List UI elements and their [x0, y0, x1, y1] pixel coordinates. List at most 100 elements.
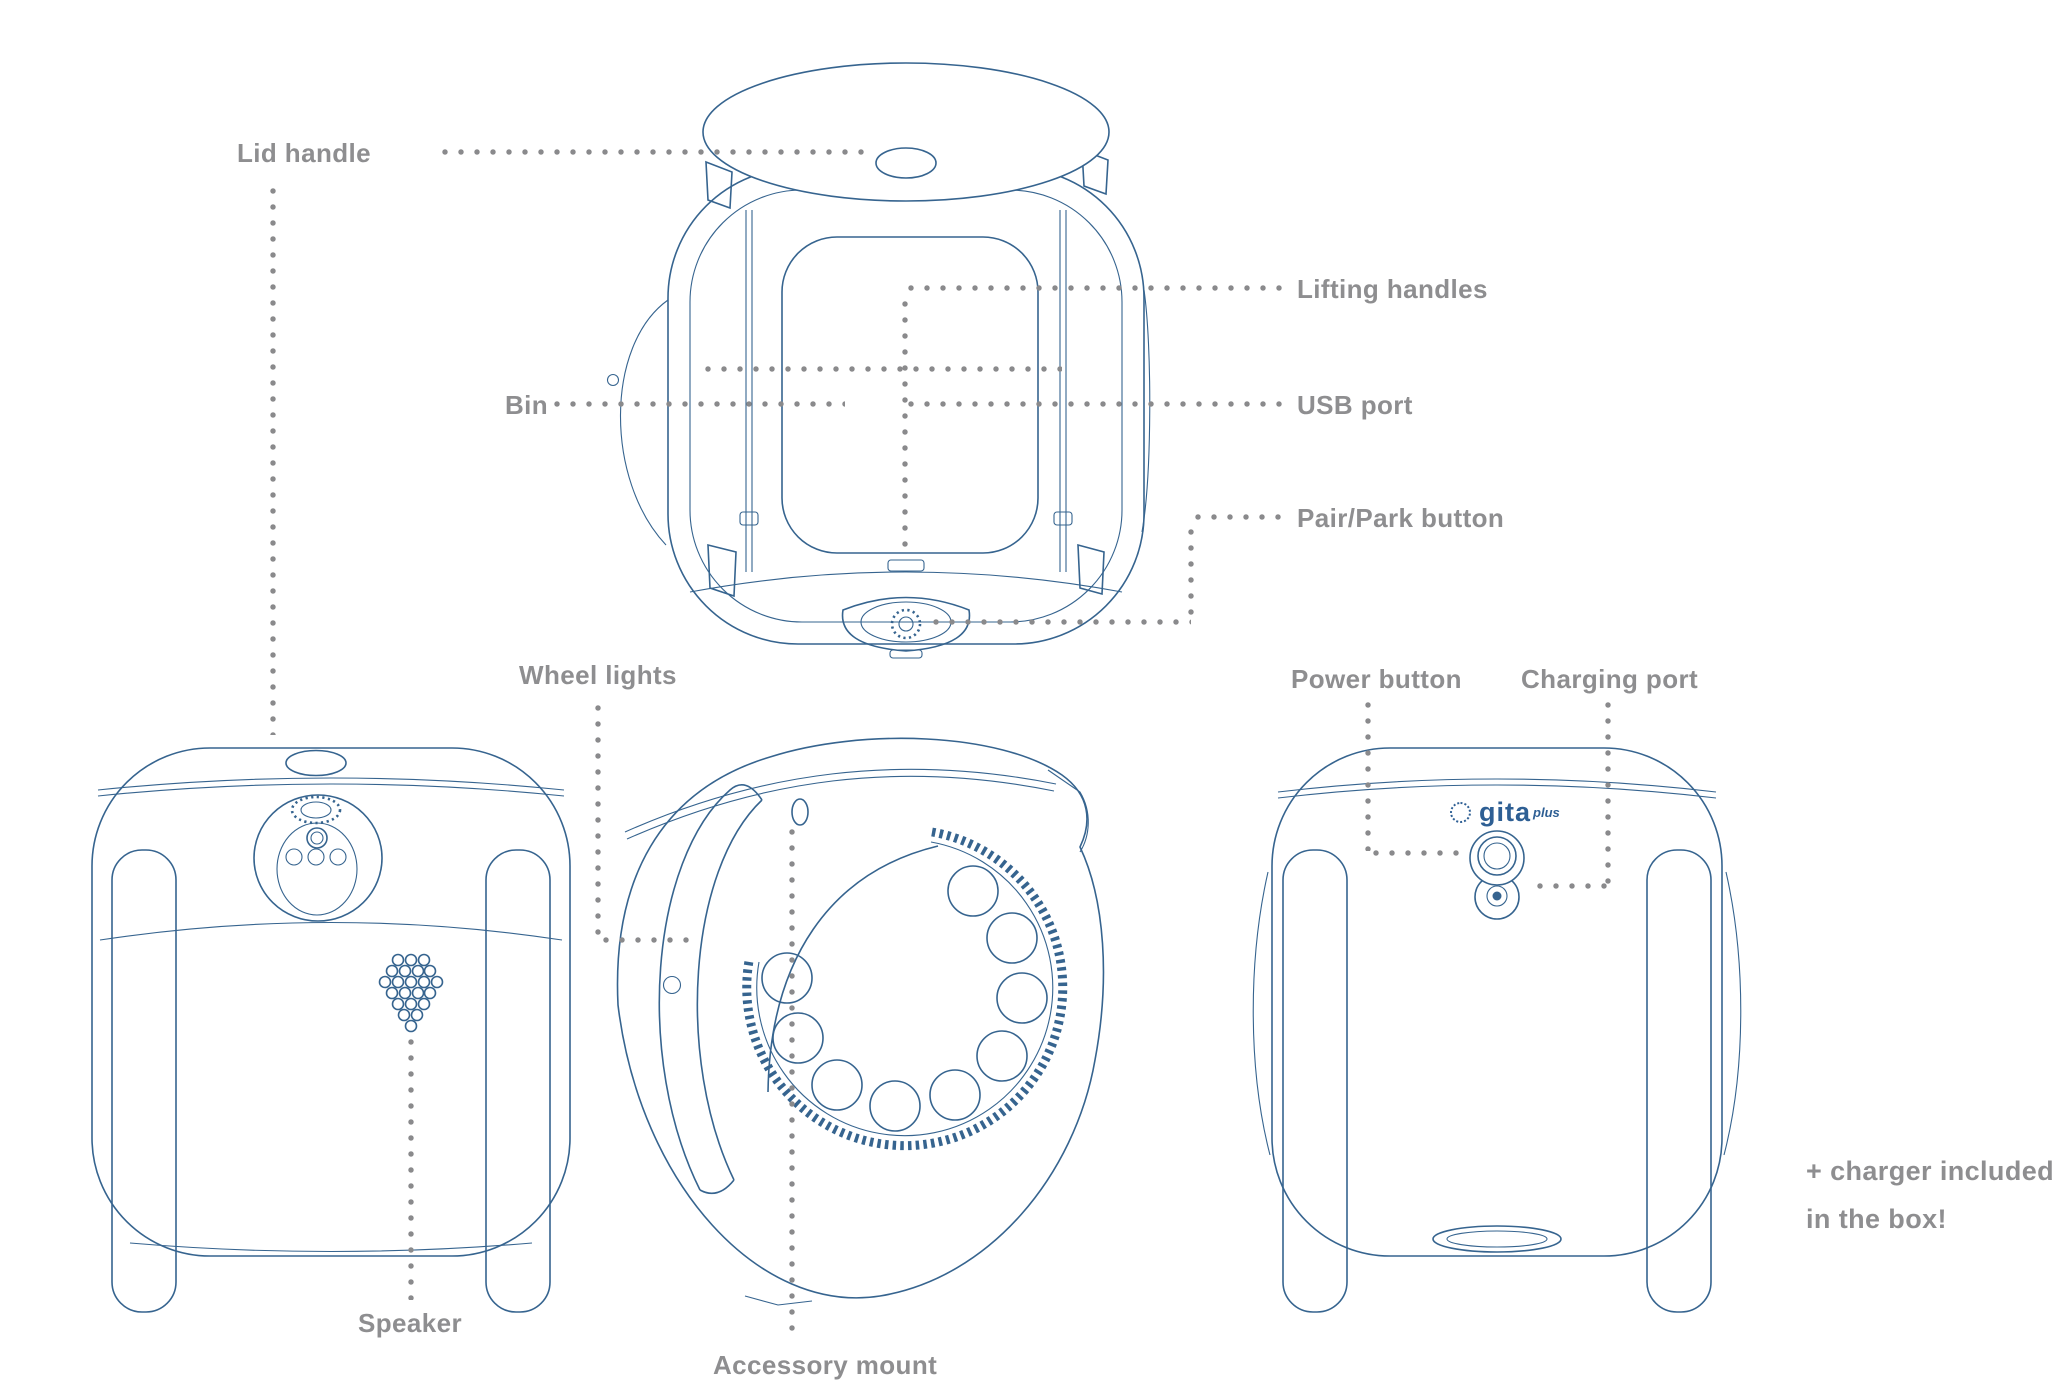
- label-bin: Bin: [505, 390, 549, 420]
- leader-power-button-v: [1365, 697, 1371, 851]
- top-front-lip: [689, 571, 1123, 593]
- front-lid-handle: [285, 749, 347, 777]
- label-usb-port: USB port: [1297, 390, 1413, 420]
- leader-pair-park-h2: [928, 619, 1191, 625]
- leader-lifting-handles-cross: [700, 366, 1062, 372]
- label-lifting-handles: Lifting handles: [1297, 274, 1488, 304]
- charging-port-pin: [1492, 891, 1502, 901]
- usb-port-tab: [887, 559, 925, 572]
- side-view-illustration: [616, 737, 1105, 1306]
- label-power-button: Power button: [1291, 664, 1462, 694]
- label-accessory-mount: Accessory mount: [713, 1350, 938, 1380]
- rail-latch-left: [739, 511, 759, 526]
- label-wheel-lights: Wheel lights: [519, 660, 677, 690]
- power-button-ring: [1477, 836, 1517, 876]
- back-right-wheel: [1646, 849, 1712, 1313]
- back-right-wheel-arc: [1723, 871, 1742, 1156]
- front-left-wheel: [111, 849, 177, 1313]
- nose-bottom-tab: [889, 649, 923, 659]
- lid-top: [702, 62, 1110, 202]
- top-rim-pin: [606, 373, 620, 387]
- sensor-dot-mid: [307, 848, 325, 866]
- top-left-fender: [619, 299, 669, 546]
- face-plate-egg: [276, 822, 358, 916]
- top-wheel-hatch-tl: [705, 160, 733, 210]
- top-right-fender: [1141, 289, 1151, 533]
- leader-power-button-h: [1368, 850, 1465, 856]
- top-wheel-hatch-bl: [707, 543, 737, 598]
- side-wheel-rollers: [761, 865, 1048, 1132]
- back-body-outline: [1271, 747, 1723, 1257]
- leader-bin-h: [549, 401, 845, 407]
- charger-included-note: + charger included in the box!: [1806, 1147, 2054, 1243]
- plate-upper-lobe: [1469, 830, 1525, 886]
- side-body-outline: [616, 737, 1105, 1299]
- leader-lifting-handles-v: [902, 296, 908, 552]
- leader-accessory-mount-v: [789, 824, 795, 1334]
- leader-pair-park-v: [1188, 524, 1194, 620]
- front-body-outline: [91, 747, 571, 1257]
- side-rear-notch: [1047, 769, 1089, 853]
- back-bottom-indent-inner: [1446, 1230, 1548, 1248]
- front-lid-seam: [97, 777, 565, 797]
- charger-note-line2: in the box!: [1806, 1204, 1947, 1234]
- side-wheel-tread: [742, 827, 1068, 1151]
- camera-outer: [306, 827, 328, 849]
- leader-speaker-v: [408, 1034, 414, 1300]
- back-view-illustration: [1252, 747, 1742, 1313]
- back-left-wheel-arc: [1252, 871, 1271, 1156]
- front-bumper: [658, 784, 763, 1195]
- face-plate-outer: [253, 794, 383, 922]
- lifting-handle-rails: [745, 210, 1067, 572]
- face-top-sensor: [300, 801, 332, 819]
- bin-opening: [781, 236, 1039, 554]
- top-view-illustration: [606, 62, 1151, 659]
- charger-note-line1: + charger included: [1806, 1156, 2055, 1186]
- back-bottom-indent: [1432, 1225, 1562, 1253]
- charging-port-ring: [1486, 885, 1508, 907]
- top-wheel-hatch-br: [1077, 543, 1105, 596]
- side-lid-seam: [624, 768, 1057, 840]
- leader-pair-park-h1: [1190, 514, 1284, 520]
- accessory-mount-point: [791, 798, 809, 826]
- leader-wheel-lights-v: [595, 700, 601, 938]
- lid-handle-cutout: [875, 147, 937, 179]
- sensor-dot-left: [285, 848, 303, 866]
- top-wheel-hatch-tr: [1081, 148, 1109, 196]
- rail-latch-right: [1053, 511, 1073, 526]
- pair-park-button-ring: [890, 608, 922, 640]
- nose-plate: [841, 596, 971, 652]
- back-lid-seam: [1277, 778, 1717, 799]
- gita-gear-icon: [1450, 801, 1471, 823]
- front-bottom-seam: [129, 1242, 533, 1253]
- label-charging-port: Charging port: [1521, 664, 1699, 694]
- label-lid-handle: Lid handle: [237, 138, 371, 168]
- back-left-wheel: [1282, 849, 1348, 1313]
- gita-brand-text: gita: [1479, 796, 1532, 827]
- side-foot: [744, 1295, 813, 1306]
- power-button-face: [1483, 842, 1511, 870]
- leader-charging-port-v: [1605, 697, 1611, 884]
- sensor-dot-right: [329, 848, 347, 866]
- side-hub-dome: [767, 845, 939, 1093]
- leader-lifting-handles-h: [903, 285, 1284, 291]
- camera-inner: [310, 831, 324, 845]
- leader-usb-port-h: [903, 401, 1284, 407]
- front-face-seam: [99, 921, 563, 941]
- side-wheel-tread-inner: [756, 841, 1054, 1137]
- leader-lid-handle-h: [437, 149, 868, 155]
- pair-park-button: [898, 616, 914, 632]
- speaker-grille: [378, 953, 444, 1033]
- gita-plus-superscript: plus: [1533, 804, 1560, 820]
- leader-lid-handle-v: [270, 183, 276, 735]
- face-top-sensor-ring: [290, 795, 342, 825]
- front-right-wheel: [485, 849, 551, 1313]
- leader-wheel-lights-h: [598, 937, 697, 943]
- wheel-light: [662, 975, 682, 995]
- label-speaker: Speaker: [358, 1308, 462, 1338]
- front-view-illustration: [91, 747, 571, 1313]
- label-pair-park-button: Pair/Park button: [1297, 503, 1505, 533]
